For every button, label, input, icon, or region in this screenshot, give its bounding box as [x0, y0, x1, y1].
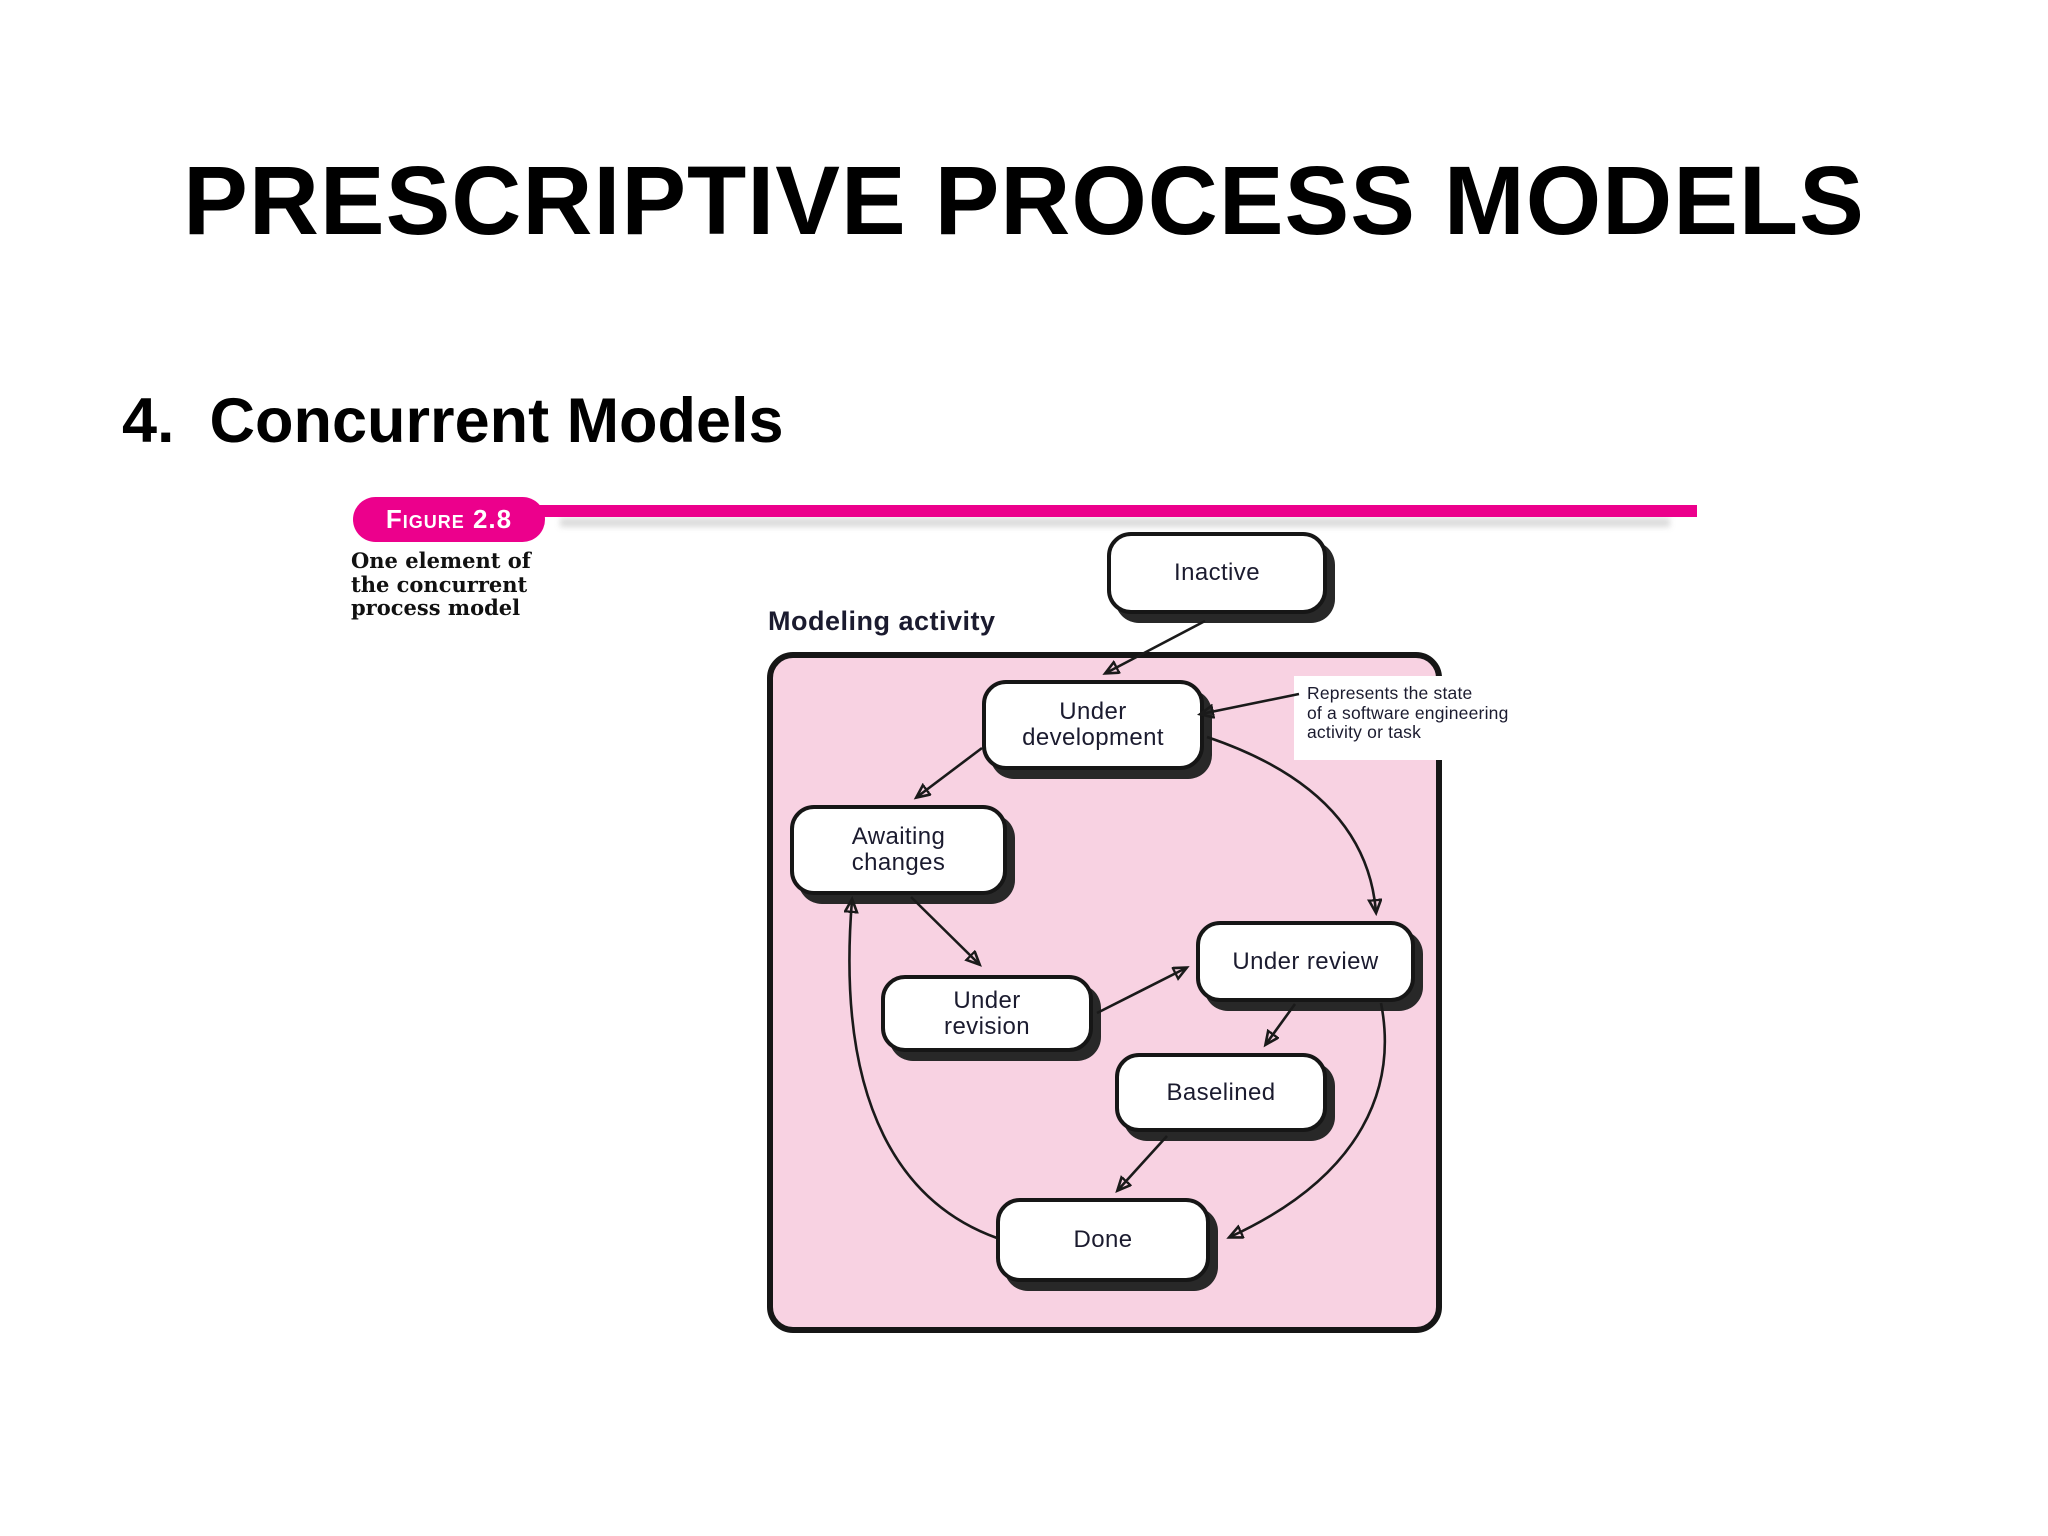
state-box-under-development: Under development — [982, 680, 1204, 770]
state-box-awaiting-changes: Awaiting changes — [790, 805, 1007, 895]
slide-title: PRESCRIPTIVE PROCESS MODELS — [183, 146, 1865, 255]
state-box-under-revision: Under revision — [881, 975, 1093, 1052]
figure-badge: Figure 2.8 — [353, 497, 545, 542]
state-box-done: Done — [996, 1198, 1210, 1282]
modeling-activity-label: Modeling activity — [768, 606, 996, 636]
state-box-inactive: Inactive — [1107, 532, 1327, 614]
figure-rule — [470, 505, 1697, 517]
state-box-baselined: Baselined — [1115, 1053, 1327, 1132]
section-heading: 4. Concurrent Models — [122, 386, 784, 456]
figure-caption: One element of the concurrent process mo… — [351, 548, 531, 620]
figure-rule-shadow — [560, 518, 1670, 527]
state-box-under-review: Under review — [1196, 921, 1415, 1002]
annotation-note: Represents the state of a software engin… — [1294, 676, 1542, 760]
